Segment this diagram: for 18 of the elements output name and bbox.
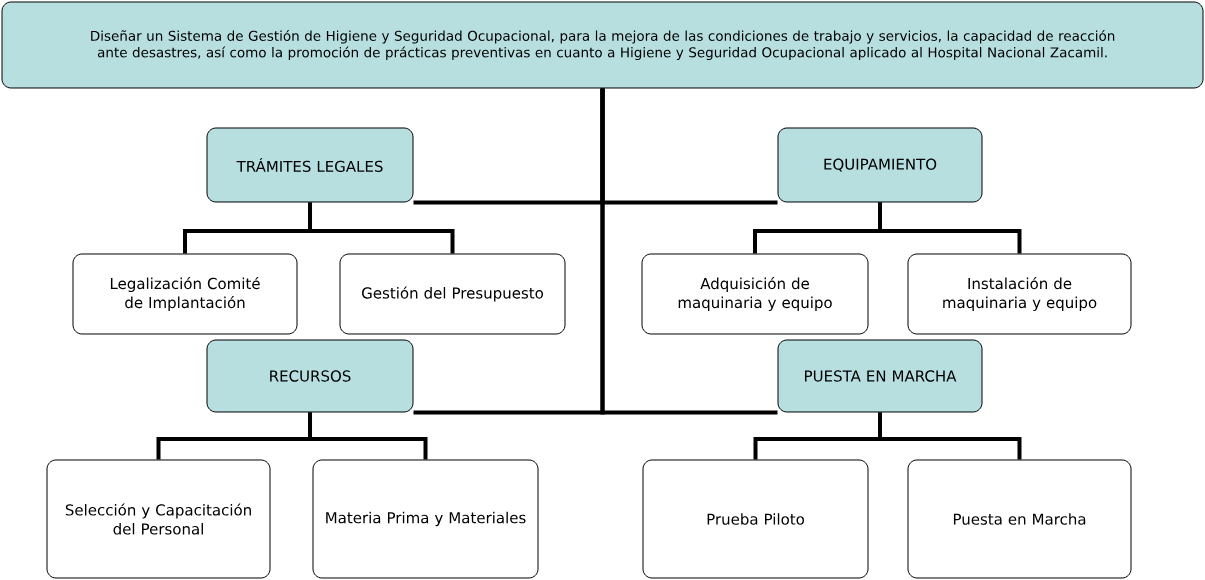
connector-line xyxy=(878,412,1022,460)
task-box: Puesta en Marcha xyxy=(907,459,1132,579)
category-box: EQUIPAMIENTO xyxy=(777,127,983,203)
task-box: Adquisición de maquinaria y equipo xyxy=(641,253,869,335)
connector-line xyxy=(308,202,455,254)
task-box: Legalización Comité de Implantación xyxy=(72,253,298,335)
connector-line xyxy=(308,412,428,460)
category-box: RECURSOS xyxy=(206,339,414,413)
category-box: TRÁMITES LEGALES xyxy=(206,127,414,203)
task-box: Materia Prima y Materiales xyxy=(312,459,539,579)
task-box: Gestión del Presupuesto xyxy=(339,253,566,335)
task-box: Prueba Piloto xyxy=(642,459,869,579)
task-box: Instalación de maquinaria y equipo xyxy=(907,253,1132,335)
goal-box: Diseñar un Sistema de Gestión de Higiene y Seguridad Ocupacional, para la mejora de las condiciones de trabajo y servicios, la capacidad de reacción ante desastres, así como la promoción de prácticas preventivas en cuanto a Higiene y Seguridad Ocupacional aplicado al Hospital Nacional Zacamil. xyxy=(1,1,1204,89)
connector-line xyxy=(600,88,778,415)
category-box: PUESTA EN MARCHA xyxy=(777,339,983,413)
task-box: Selección y Capacitación del Personal xyxy=(46,459,271,579)
connector-line xyxy=(878,202,1022,254)
